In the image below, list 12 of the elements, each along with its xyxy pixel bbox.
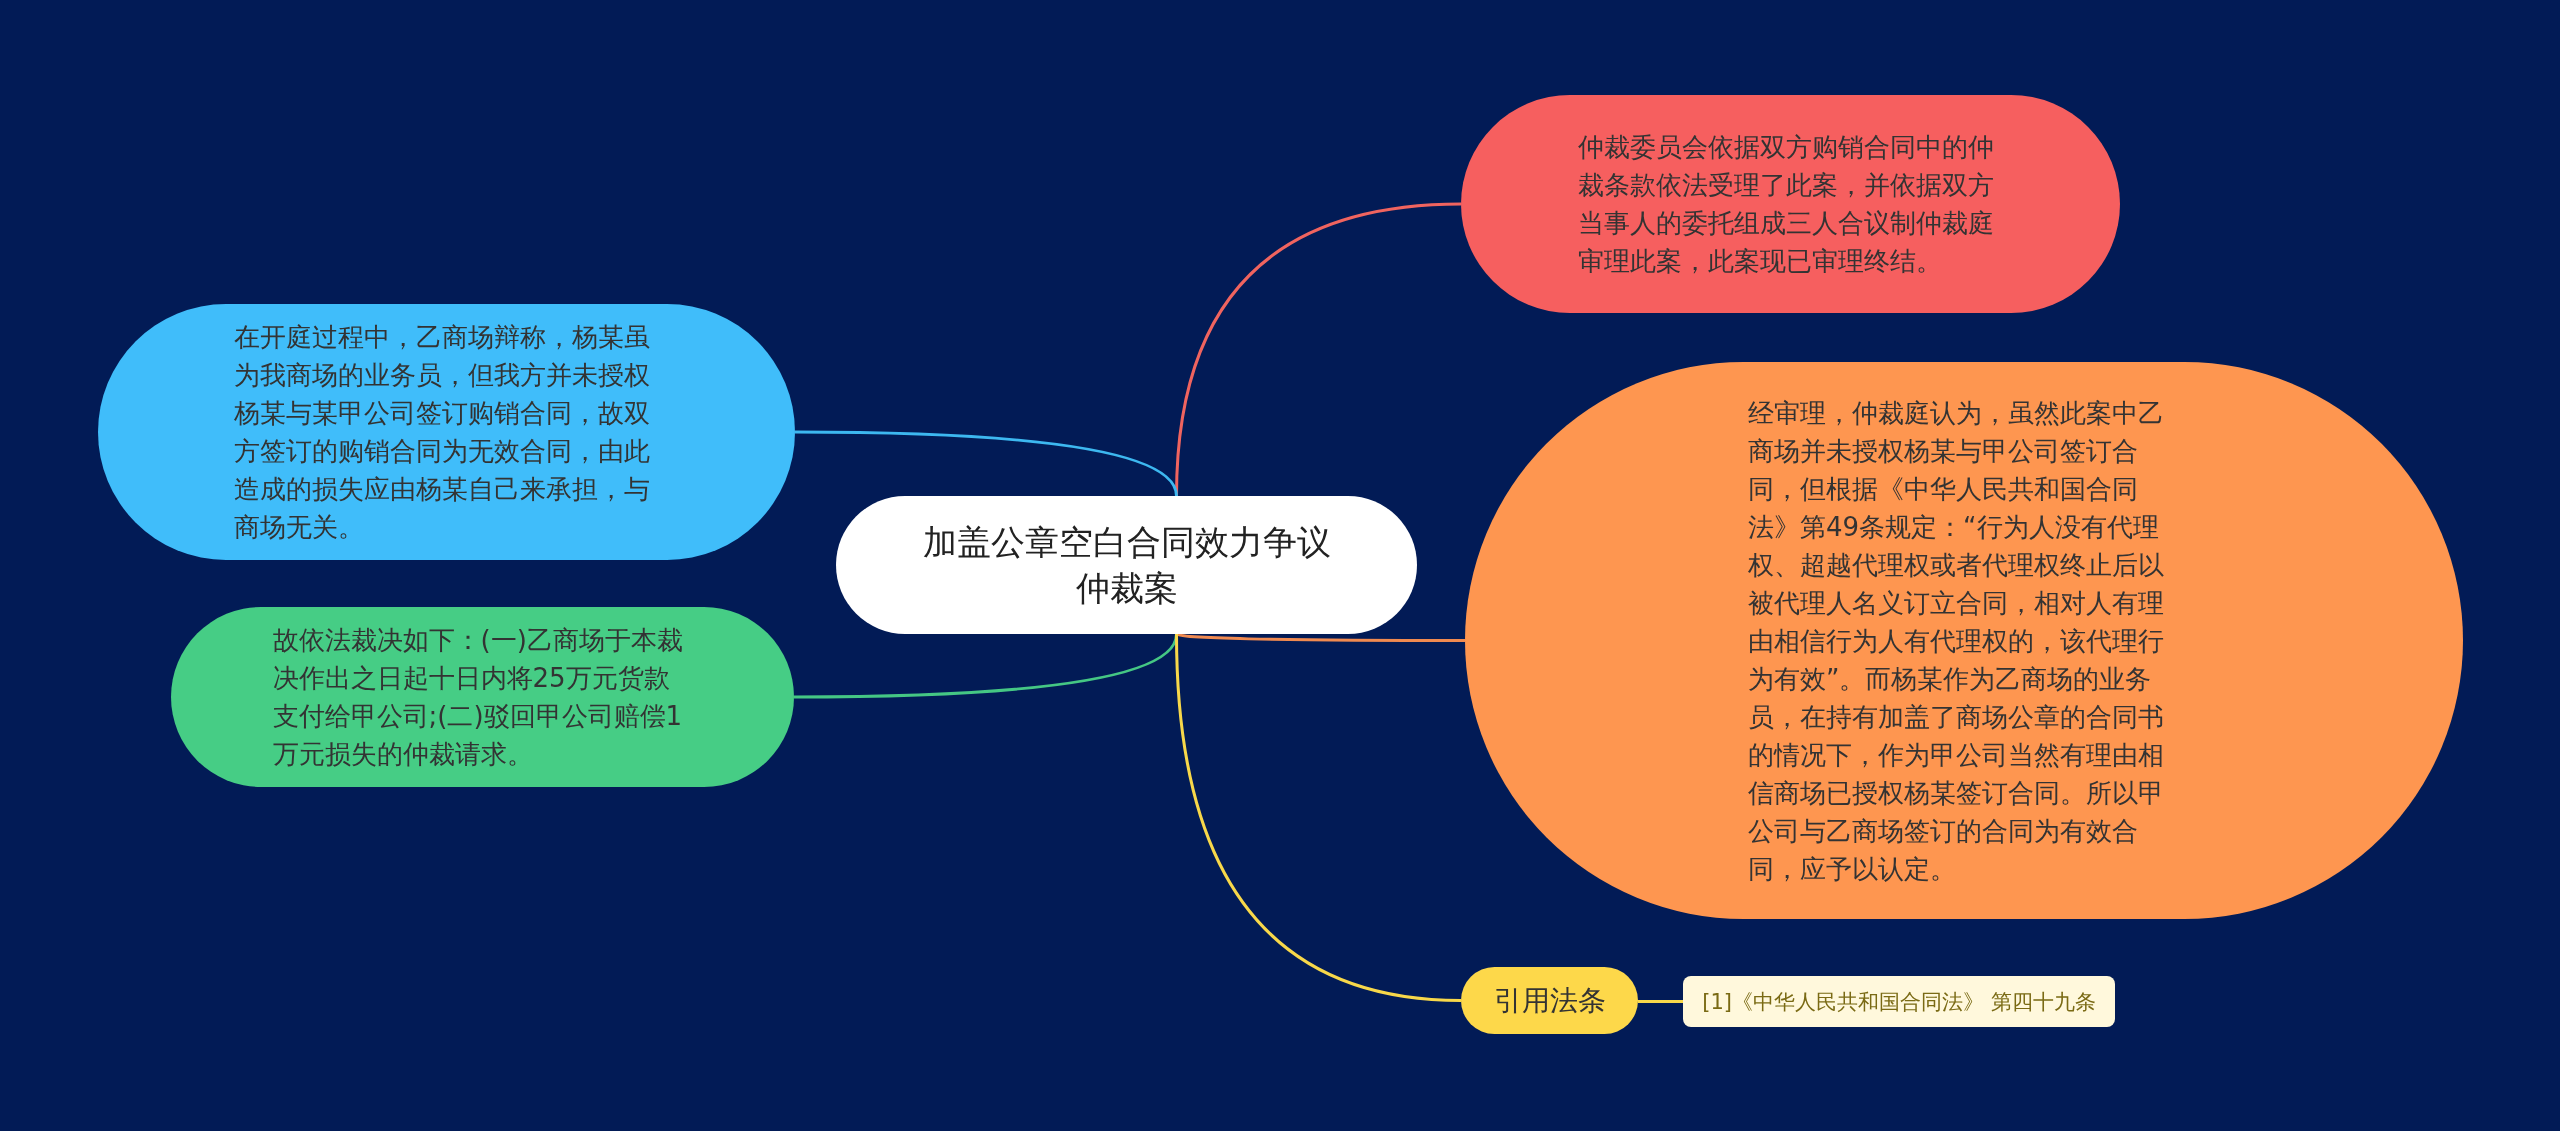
node-text: 加盖公章空白合同效力争议仲裁案	[921, 521, 1332, 610]
connector-line	[1638, 1000, 1683, 1003]
node-text: 经审理，仲裁庭认为，虽然此案中乙商场并未授权杨某与甲公司签订合同，但根据《中华人民共和国合同法》第49条规定：“行为人没有代理权、超越代理权或者代理权终止后以被代理人名义订立合同，相对人有理由相信行为人有代理权的，该代理行为有效”。而杨某作为乙商场的业务员，在持有加盖了商场公章的合同书的情况下，作为甲公司当然有理由相信商场已授权杨某签订合同。所以甲公司与乙商场签订的合同为有效合同，应予以认定。	[1748, 396, 2165, 886]
node-text: 在开庭过程中，乙商场辩称，杨某虽为我商场的业务员，但我方并未授权杨某与某甲公司签订购销合同，故双方签订的购销合同为无效合同，由此造成的损失应由杨某自己来承担，与商场无关。	[234, 321, 651, 544]
node-text: [1]《中华人民共和国合同法》 第四十九条	[1702, 988, 2096, 1016]
node-text: 引用法条	[1493, 982, 1606, 1019]
connector-line	[795, 430, 1178, 497]
node-text: 仲裁委员会依据双方购销合同中的仲裁条款依法受理了此案，并依据双方当事人的委托组成三人合议制仲裁庭审理此案，此案现已审理终结。	[1578, 131, 1995, 278]
connector-line	[1175, 633, 1462, 1002]
connector-line	[1175, 632, 1465, 642]
citation-note	[1683, 976, 2115, 1027]
node-text: 故依法裁决如下：(一)乙商场于本裁决作出之日起十日内将25万元货款支付给甲公司;(二)驳回甲公司赔偿1万元损失的仲裁请求。	[272, 624, 684, 771]
